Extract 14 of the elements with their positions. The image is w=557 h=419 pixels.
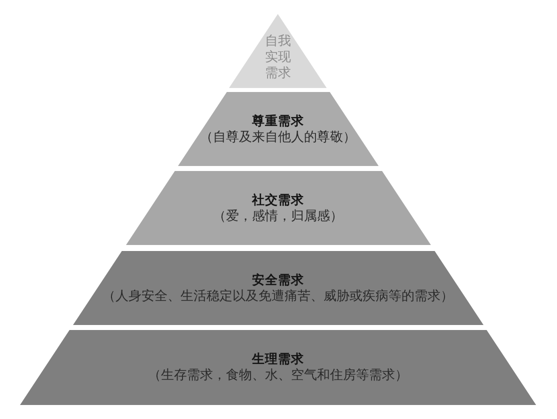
pyramid-tier xyxy=(72,251,484,325)
tier-title: 安全需求 xyxy=(252,270,304,288)
pyramid-tier xyxy=(20,330,536,405)
tier-title: 社交需求 xyxy=(252,190,304,208)
pyramid-tier xyxy=(229,14,327,88)
tier-title: 生理需求 xyxy=(252,350,304,367)
tier-description: （生存需求，食物、水、空气和住房等需求） xyxy=(148,367,408,385)
pyramid-tier xyxy=(178,92,378,166)
tier-title: 尊重需求 xyxy=(252,112,304,128)
tier-label: 自我实现需求 xyxy=(264,34,291,82)
tier-description: （自尊及来自他人的尊敬） xyxy=(200,128,356,146)
tier-description: （人身安全、生活稳定以及免遭痛苦、威胁或疾病等的需求） xyxy=(102,288,454,306)
pyramid-tier xyxy=(126,171,430,245)
tier-description: （爱，感情，归属感） xyxy=(212,208,343,226)
